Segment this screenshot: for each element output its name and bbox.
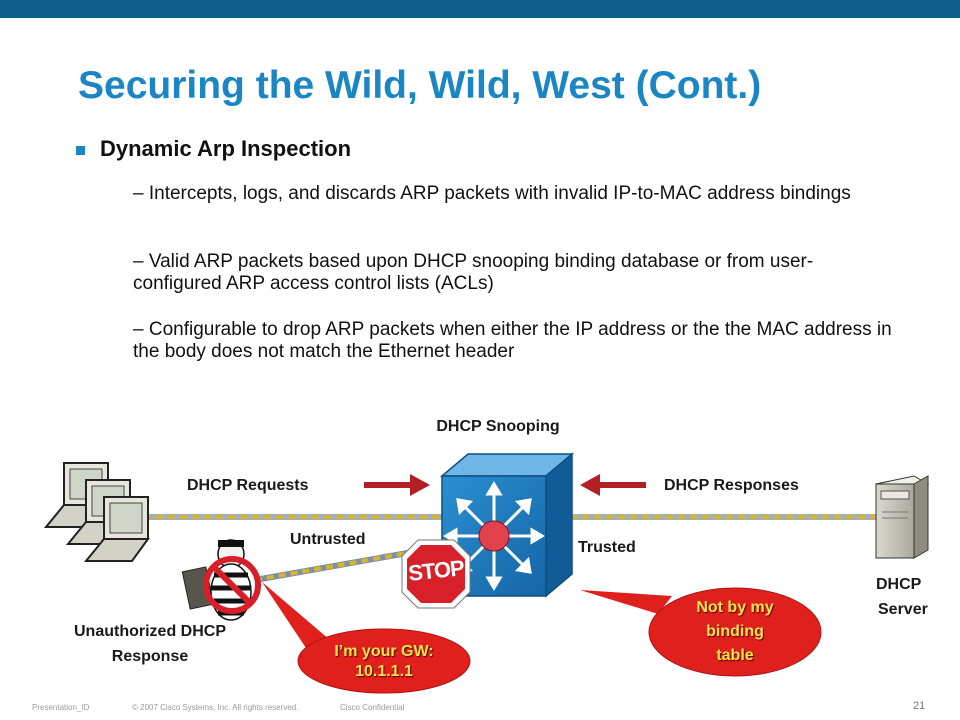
bullet-heading: Dynamic Arp Inspection [100,136,352,161]
requests-label: DHCP Requests [187,477,309,494]
footer-copyright: © 2007 Cisco Systems, Inc. All rights re… [132,703,299,712]
server-label-line2: Server [878,601,928,618]
snooping-label: DHCP Snooping [436,418,560,435]
server-label-line1: DHCP [876,576,922,593]
bubble-gw [262,582,471,694]
laptop-icon [43,462,150,562]
subpoint-intercepts: – Intercepts, logs, and discards ARP pac… [133,183,851,204]
bubble-nb-line1: Not by my [696,599,774,616]
bubble-gw-line2: 10.1.1.1 [355,663,413,680]
footer-confidential: Cisco Confidential [340,703,405,712]
server-icon [874,475,930,559]
top-banner [0,0,960,18]
subpoint-configurable: – Configurable to drop ARP packets when … [133,319,892,362]
unauthorized-label-line2: Response [111,648,189,665]
unauthorized-label-line1: Unauthorized DHCP [74,623,226,640]
footer-presentation-id: Presentation_ID [32,703,90,712]
cable-rogue [254,546,431,583]
slide-title: Securing the Wild, Wild, West (Cont.) [78,64,762,107]
stop-sign-icon [401,539,471,609]
bubble-nb-line3: table [716,647,754,664]
arrow-right-icon [364,474,430,496]
bubble-gw-line1: I’m your GW: [334,643,434,660]
no-symbol-icon [203,556,261,614]
untrusted-label: Untrusted [290,531,366,548]
page-number: 21 [913,700,926,712]
responses-label: DHCP Responses [664,477,799,494]
subpoint-valid-arp: – Valid ARP packets based upon DHCP snoo… [133,251,814,294]
arrow-left-icon [580,474,646,496]
bubble-not-by-binding [580,587,822,677]
bullet-square-icon [76,146,85,155]
trusted-label: Trusted [578,539,636,556]
bubble-nb-line2: binding [706,623,764,640]
